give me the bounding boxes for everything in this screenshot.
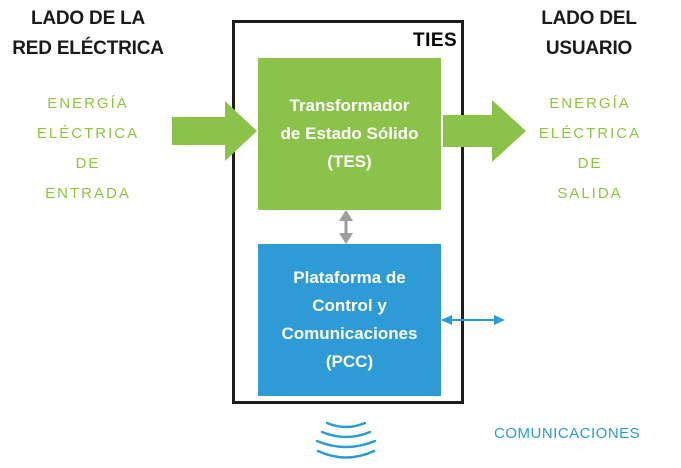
output-energy-line-3: DE [577,155,603,172]
output-energy-label: ENERGÍA ELÉCTRICA DE SALIDA [510,89,670,209]
input-energy-line-3: DE [75,155,101,172]
communications-link-arrow [441,315,505,325]
tes-pcc-link-arrow [339,210,353,244]
input-energy-arrow [172,101,257,161]
grid-side-title-line-1: LADO DE LA [30,8,146,29]
pcc-line-2: Control y [312,296,387,315]
pcc-line-1: Plataforma de [293,268,406,287]
pcc-block: Plataforma de Control y Comunicaciones (… [258,244,441,396]
communications-label: COMUNICACIONES [494,425,641,442]
pcc-line-3: Comunicaciones [281,324,418,343]
input-energy-line-4: ENTRADA [45,185,131,202]
tes-block: Transformador de Estado Sólido (TES) [258,58,441,210]
user-side-title-line-1: LADO DEL [541,8,637,29]
grid-side-title: LADO DE LA RED ELÉCTRICA [2,4,174,64]
output-energy-line-2: ELÉCTRICA [538,125,642,142]
user-side-title: LADO DEL USUARIO [505,4,673,64]
output-energy-line-1: ENERGÍA [549,95,631,112]
input-energy-line-1: ENERGÍA [47,95,129,112]
user-side-title-line-2: USUARIO [545,38,633,59]
wireless-waves-icon [315,421,377,459]
pcc-line-4: (PCC) [325,352,374,371]
input-energy-label: ENERGÍA ELÉCTRICA DE ENTRADA [6,89,170,209]
tes-line-1: Transformador [289,96,410,115]
output-energy-line-4: SALIDA [557,185,623,202]
input-energy-line-2: ELÉCTRICA [36,125,140,142]
grid-side-title-line-2: RED ELÉCTRICA [12,38,164,59]
tes-line-2: de Estado Sólido [280,124,419,143]
tes-line-3: (TES) [327,152,372,171]
output-energy-arrow [443,100,526,162]
ties-label: TIES [413,30,458,51]
